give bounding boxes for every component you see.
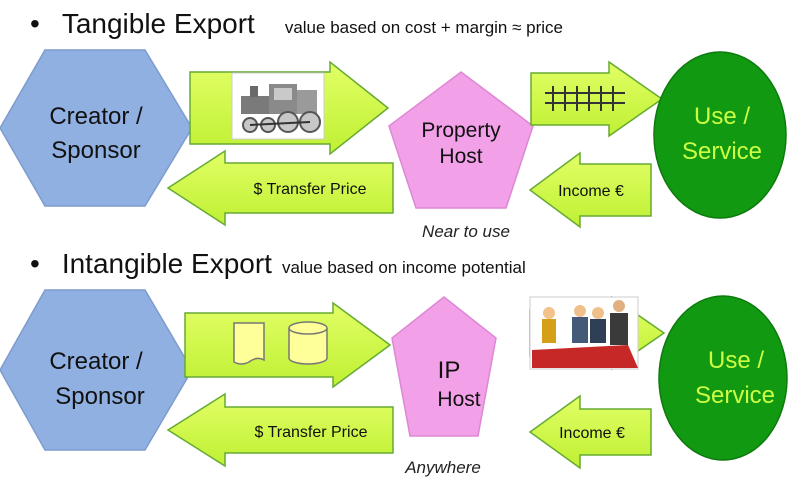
heading-title: Tangible Export — [61, 8, 255, 39]
heading-subtitle: value based on income potential — [281, 258, 526, 277]
train-icon — [231, 72, 325, 140]
use-label-line1: Use / — [694, 103, 750, 130]
business-meeting-icon — [529, 296, 639, 370]
database-cylinder-icon — [288, 321, 328, 365]
income-arrow-left — [528, 151, 652, 229]
ip-host-pentagon — [391, 296, 497, 437]
host-label-line2: Host — [437, 388, 480, 411]
use-label-line1: Use / — [708, 347, 764, 374]
income-label: Income € — [559, 425, 625, 442]
use-service-circle — [658, 295, 788, 461]
section-tangible-heading: • Tangible Export value based on cost + … — [30, 8, 563, 40]
creator-label-line2: Sponsor — [51, 137, 140, 164]
note-anywhere: Anywhere — [404, 458, 481, 477]
transfer-price-arrow-left — [166, 392, 394, 468]
transfer-price-label: $ Transfer Price — [255, 424, 368, 441]
delivery-arrow-right — [530, 60, 664, 138]
transfer-price-label: $ Transfer Price — [254, 181, 367, 198]
use-service-circle — [653, 51, 787, 219]
section-intangible-heading: • Intangible Export value based on incom… — [30, 248, 526, 280]
creator-hexagon — [0, 289, 193, 451]
host-label-line2: Host — [439, 145, 482, 168]
use-label-line2: Service — [695, 382, 775, 409]
property-host-pentagon — [388, 71, 534, 209]
use-label-line2: Service — [682, 138, 762, 165]
export-arrow-right — [184, 301, 392, 389]
creator-hexagon — [0, 49, 193, 207]
creator-label-line2: Sponsor — [55, 383, 144, 410]
income-label: Income € — [558, 183, 624, 200]
railroad-track-icon — [545, 86, 625, 111]
heading-subtitle: value based on cost + margin ≈ price — [284, 18, 564, 37]
bullet: • — [30, 8, 40, 39]
heading-title: Intangible Export — [61, 248, 272, 279]
creator-label-line1: Creator / — [49, 348, 143, 375]
host-label-line1: IP — [438, 357, 461, 384]
bullet: • — [30, 248, 40, 279]
note-near-to-use: Near to use — [422, 222, 510, 241]
transfer-price-arrow-left — [166, 149, 394, 227]
document-icon — [233, 322, 265, 365]
creator-label-line1: Creator / — [49, 103, 143, 130]
income-arrow-left — [528, 394, 652, 470]
host-label-line1: Property — [421, 119, 501, 142]
